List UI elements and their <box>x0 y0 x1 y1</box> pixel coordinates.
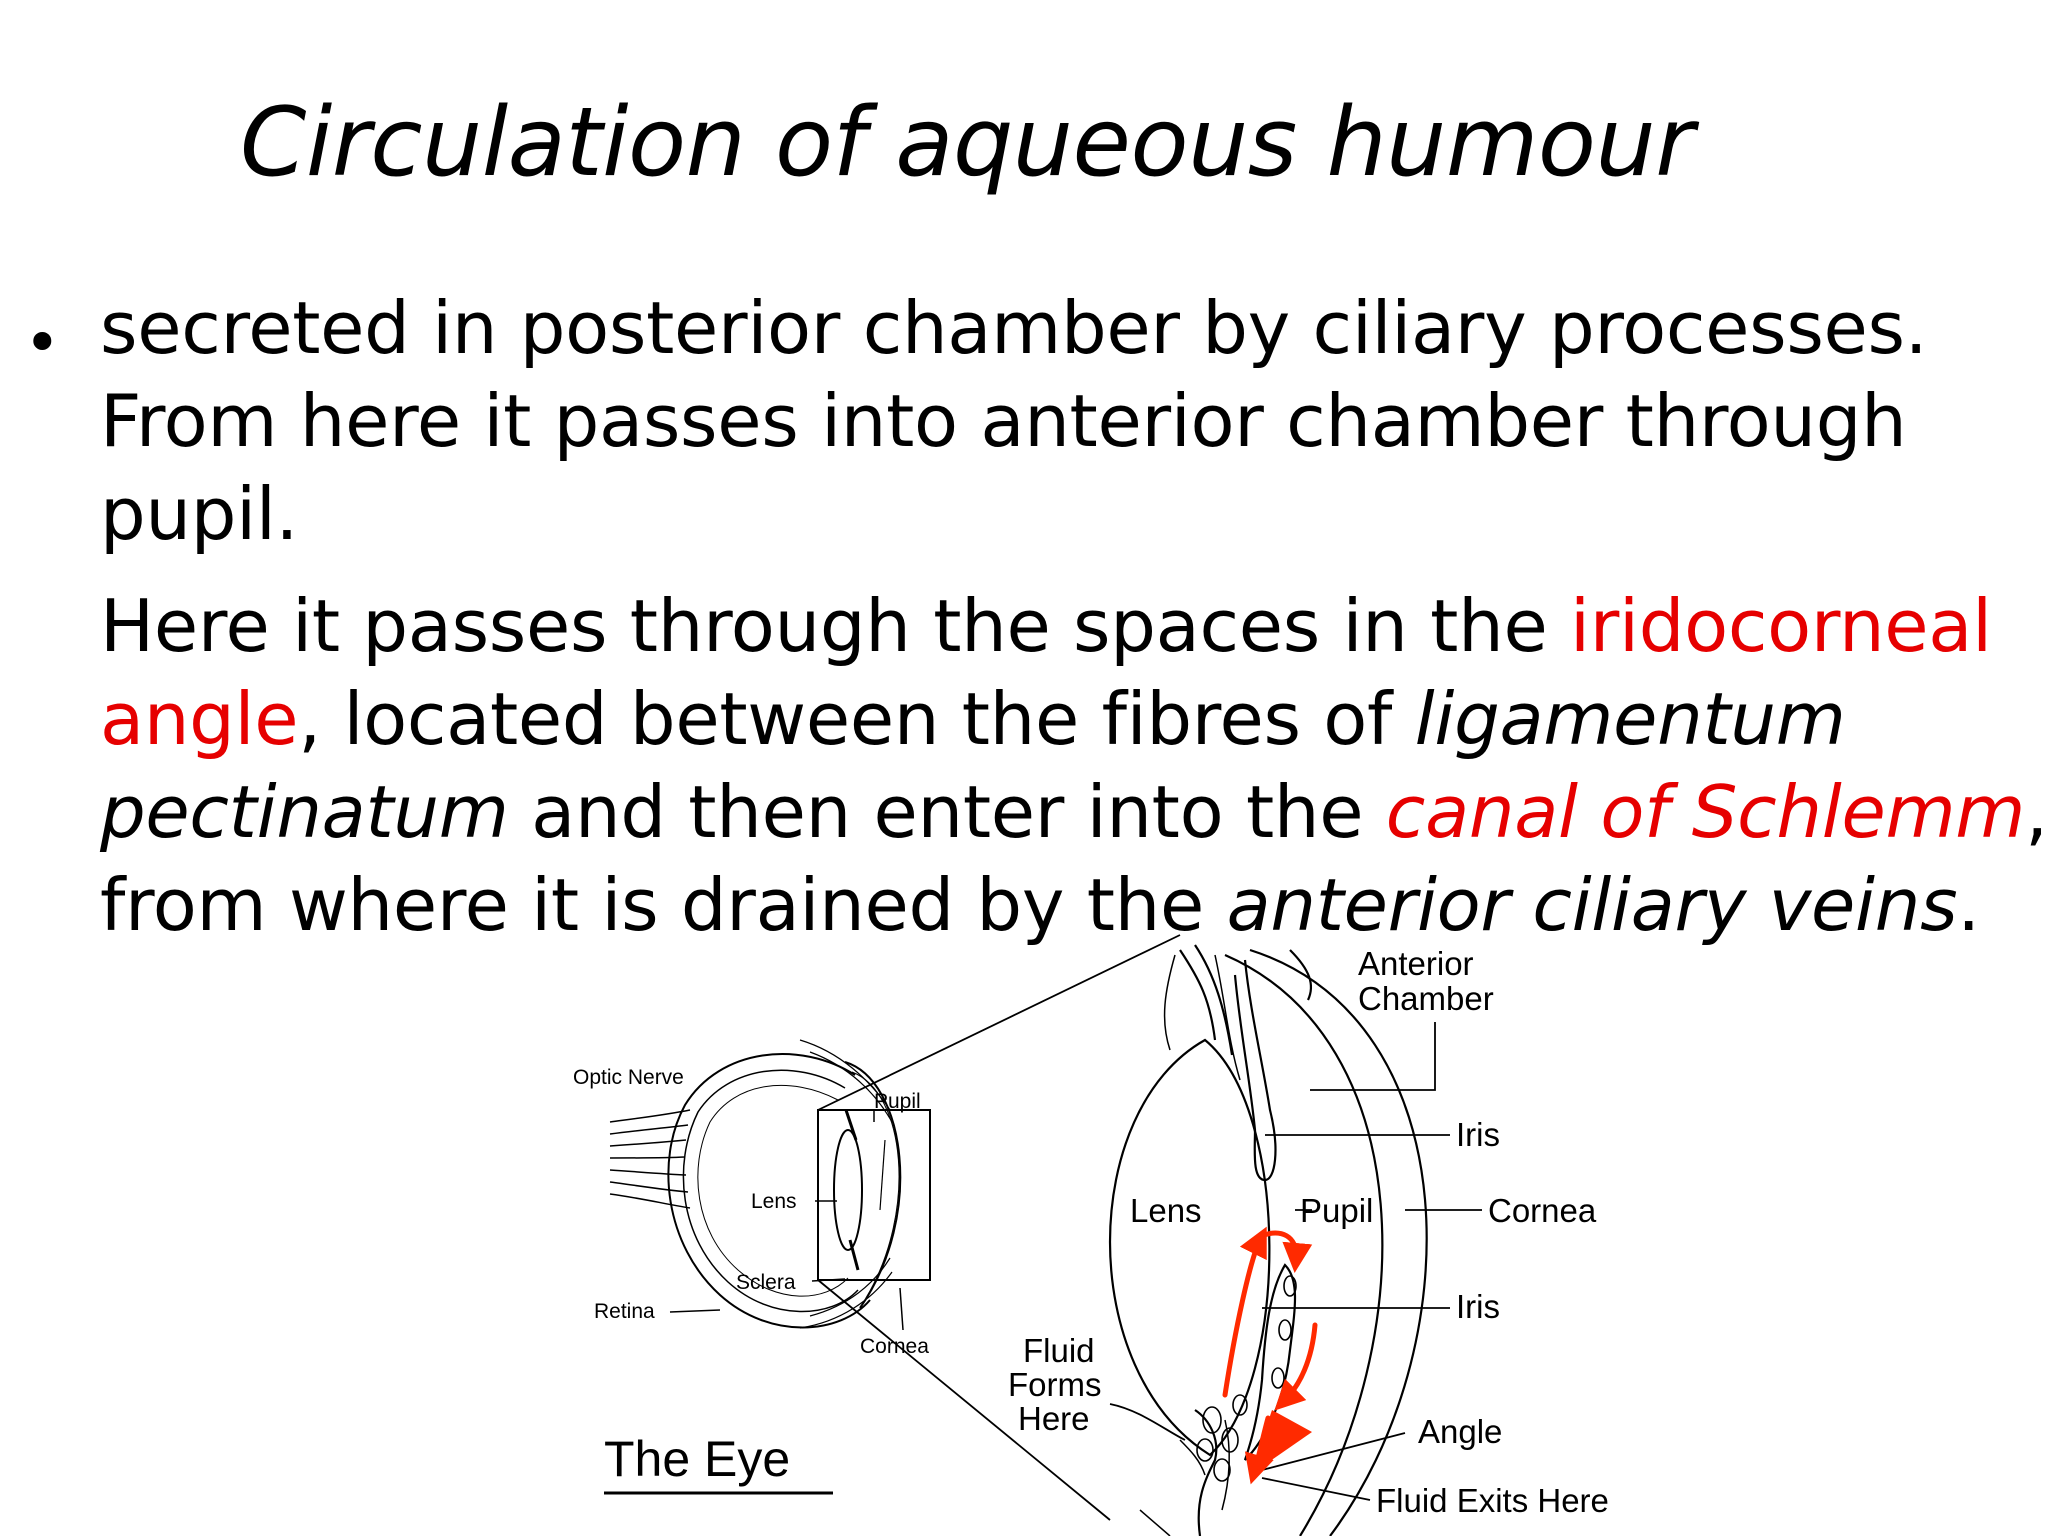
slide-title: Circulation of aqueous humour <box>240 88 1694 198</box>
label-small-lens: Lens <box>751 1190 797 1213</box>
label-anterior-1: Anterior <box>1358 945 1474 982</box>
term-anterior-ciliary-veins: anterior ciliary veins <box>1226 863 1958 947</box>
label-small-pupil: Pupil <box>874 1090 921 1113</box>
term-pectinatum: pectinatum <box>100 770 509 854</box>
flow-arrow-exit-head <box>1250 1410 1312 1475</box>
detail-cornea-inner <box>1224 953 1384 1536</box>
sclera-outline <box>667 1053 871 1329</box>
paragraph-secretion: secreted in posterior chamber by ciliary… <box>100 282 2040 561</box>
label-small-sclera: Sclera <box>736 1271 796 1294</box>
caption-the-eye: The Eye <box>604 1431 790 1487</box>
flow-arrow-up <box>1222 1226 1267 1398</box>
label-fluid-forms-1: Fluid <box>1023 1332 1095 1369</box>
text-run: , <box>2025 770 2048 854</box>
paragraph-line: secreted in posterior chamber by ciliary… <box>100 286 1928 370</box>
paragraph-line: From here it passes into anterior chambe… <box>100 379 1907 463</box>
label-anterior-2: Chamber <box>1358 980 1494 1017</box>
text-run: Here it passes through the spaces in the <box>100 584 1571 668</box>
paragraph-line: pupil. <box>100 472 299 556</box>
label-detail-pupil: Pupil <box>1300 1192 1373 1229</box>
text-run: . <box>1957 863 1980 947</box>
paragraph-line: from where it is drained by the anterior… <box>100 859 2040 952</box>
detail-iris-upper <box>1233 959 1277 1182</box>
text-run: and then enter into the <box>508 770 1386 854</box>
label-fluid-forms-3: Here <box>1018 1400 1090 1437</box>
text-run: , located between the fibres of <box>298 677 1415 761</box>
text-run: from where it is drained by the <box>100 863 1227 947</box>
label-angle: Angle <box>1418 1413 1502 1450</box>
label-fluid-forms-2: Forms <box>1008 1366 1102 1403</box>
small-lens <box>833 1129 863 1251</box>
paragraph-line: pectinatum and then enter into the canal… <box>100 766 2048 859</box>
paragraph-drainage: Here it passes through the spaces in the… <box>100 580 2048 952</box>
label-detail-cornea: Cornea <box>1488 1192 1597 1229</box>
small-eye-schematic <box>609 934 1181 1521</box>
flow-arrow-anterior <box>1274 1322 1318 1411</box>
label-optic-nerve: Optic Nerve <box>573 1066 684 1089</box>
zoom-line-top <box>817 934 1181 1111</box>
label-small-cornea: Cornea <box>860 1335 929 1358</box>
label-iris-top: Iris <box>1456 1116 1500 1153</box>
label-iris-bottom: Iris <box>1456 1288 1500 1325</box>
detail-cornea-outer <box>1249 948 1428 1536</box>
bullet-point: • <box>24 306 61 379</box>
flow-arrow-through-pupil <box>1259 1230 1313 1273</box>
label-retina: Retina <box>594 1300 655 1323</box>
paragraph-line: Here it passes through the spaces in the… <box>100 580 2040 673</box>
zoom-line-bottom <box>817 1279 1111 1521</box>
detail-lens <box>1108 1038 1271 1457</box>
retina-outline <box>682 1069 859 1313</box>
term-ligamentum: ligamentum <box>1414 677 1846 761</box>
optic-nerve-fibres <box>609 1109 691 1209</box>
label-detail-lens: Lens <box>1130 1192 1202 1229</box>
highlight-angle: angle <box>100 677 299 761</box>
highlight-iridocorneal: iridocorneal <box>1570 584 1992 668</box>
label-fluid-exits: Fluid Exits Here <box>1376 1482 1609 1519</box>
highlight-canal-of-schlemm: canal of Schlemm <box>1385 770 2026 854</box>
cornea-outline <box>844 1061 902 1309</box>
paragraph-line: angle, located between the fibres of lig… <box>100 673 2040 766</box>
